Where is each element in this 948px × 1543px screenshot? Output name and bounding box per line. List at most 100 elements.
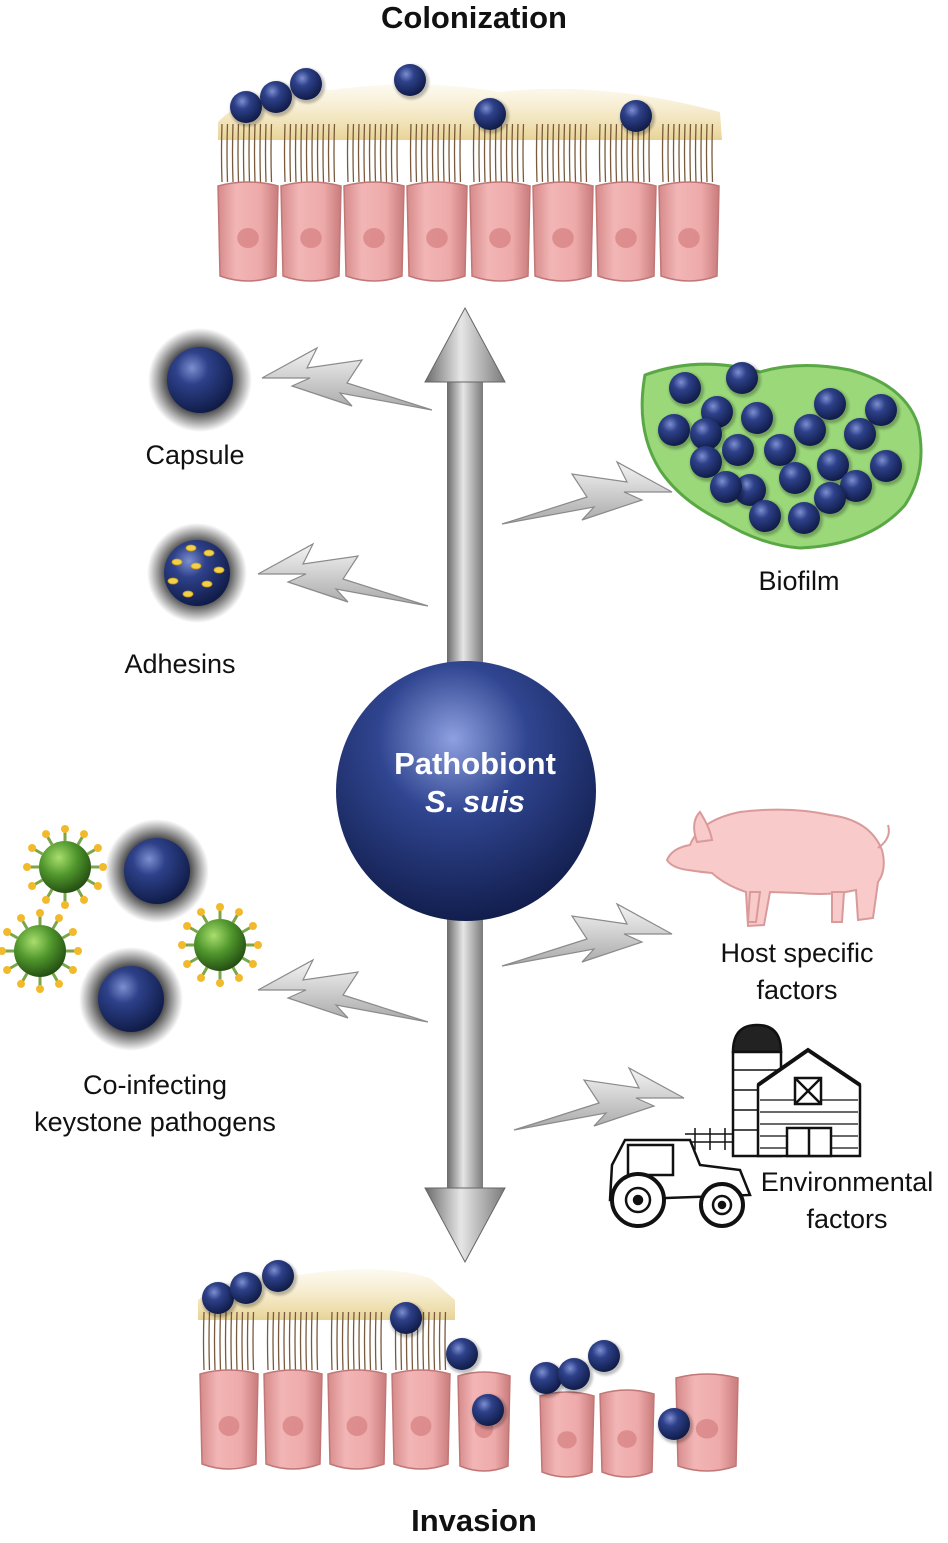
cilia [220,123,273,183]
cilia [330,1311,383,1371]
biofilm-bacteria [658,362,905,538]
lightning-bolt-icon [257,542,429,607]
coinfecting-pathogens [0,819,262,1051]
bacterium [710,471,745,507]
cilia [535,123,588,183]
bacterium [764,434,799,470]
bacterium-glow [105,819,209,923]
bacterium [202,1282,237,1318]
epithelial-cell [599,1389,655,1478]
epithelial-cell [406,181,468,282]
epithelium-bottom [198,1260,739,1478]
epithelial-cell [327,1369,387,1470]
bacterium [474,98,509,134]
bacterium [814,388,849,424]
bacterium [620,100,655,136]
bacterium [260,81,295,117]
cells-top [217,123,720,282]
biofilm [640,362,923,550]
bacteria-top [230,64,655,136]
title-invasion: Invasion [411,1503,537,1538]
bacterium [749,500,784,536]
cells-bottom [199,1311,739,1478]
bacterium [390,1302,425,1338]
bacteria-bottom [202,1260,693,1444]
epithelial-cell [675,1373,739,1472]
center-line2: S. suis [425,784,525,819]
copathogen [23,825,107,909]
bacterium [779,462,814,498]
bacterium [230,1272,265,1308]
label-adhesins: Adhesins [124,649,236,679]
cilia [266,1311,319,1371]
epithelial-cell [539,1391,595,1478]
label-environmental-factors: Environmental factors [760,1167,934,1234]
cilia [409,123,462,183]
center-line1: Pathobiont [394,746,556,781]
epithelial-cell [217,181,279,282]
lightning-bolts [257,346,685,1131]
bacterium [741,402,776,438]
bacterium [722,434,757,470]
bacterium [230,91,265,127]
label-capsule: Capsule [145,440,245,470]
lightning-bolt-icon [501,460,673,525]
epithelial-cell [263,1369,323,1470]
bacterium [870,450,905,486]
bacterium [690,418,725,454]
capsule-bacterium [148,328,252,432]
lightning-bolt-icon [261,346,433,411]
epithelial-cell [280,181,342,282]
lightning-bolt-icon [257,958,429,1023]
bacterium [840,470,875,506]
bacterium [669,372,704,408]
pathobiont-sphere [336,661,596,921]
bacterium [690,446,725,482]
pig-icon [665,808,890,928]
cilia [283,123,336,183]
bacterium [472,1394,507,1430]
epithelial-cell [469,181,531,282]
label-host-factors: Host specific factors [720,938,874,1005]
label-coinfecting: Co-infecting keystone pathogens [34,1070,276,1137]
epithelial-cell [391,1369,451,1470]
copathogen [0,909,82,993]
epithelial-cell [199,1369,259,1470]
bacterium [588,1340,623,1376]
cilia [661,123,714,183]
cilia [346,123,399,183]
bacterium [817,449,852,485]
epithelial-cell [532,181,594,282]
bacterium [844,418,879,454]
bacterium [788,502,823,538]
center-label: Pathobiont S. suis [330,745,620,821]
bacterium-glow [79,947,183,1051]
bacterium [658,1408,693,1444]
bacterium [394,64,429,100]
bacterium [726,362,761,398]
bacterium [658,414,693,450]
bacterium [530,1362,565,1398]
label-biofilm: Biofilm [758,566,840,596]
bacterium [558,1358,593,1394]
bacterium [446,1338,481,1374]
adhesins-bacterium [147,523,247,623]
bacterium [262,1260,297,1296]
epithelial-cell [658,181,720,282]
lightning-bolt-icon [501,902,673,967]
epithelial-cell [595,181,657,282]
mucus-layer [218,84,722,140]
bacterium [865,394,900,430]
bacterium [794,414,829,450]
bacterium [290,68,325,104]
bacterium [814,482,849,518]
lightning-bolt-icon [513,1066,685,1131]
cilia [202,1311,255,1371]
epithelial-cell [343,181,405,282]
title-colonization: Colonization [381,0,567,35]
copathogen [178,903,262,987]
epithelium-top [217,64,722,282]
farm-icon [608,1023,862,1228]
